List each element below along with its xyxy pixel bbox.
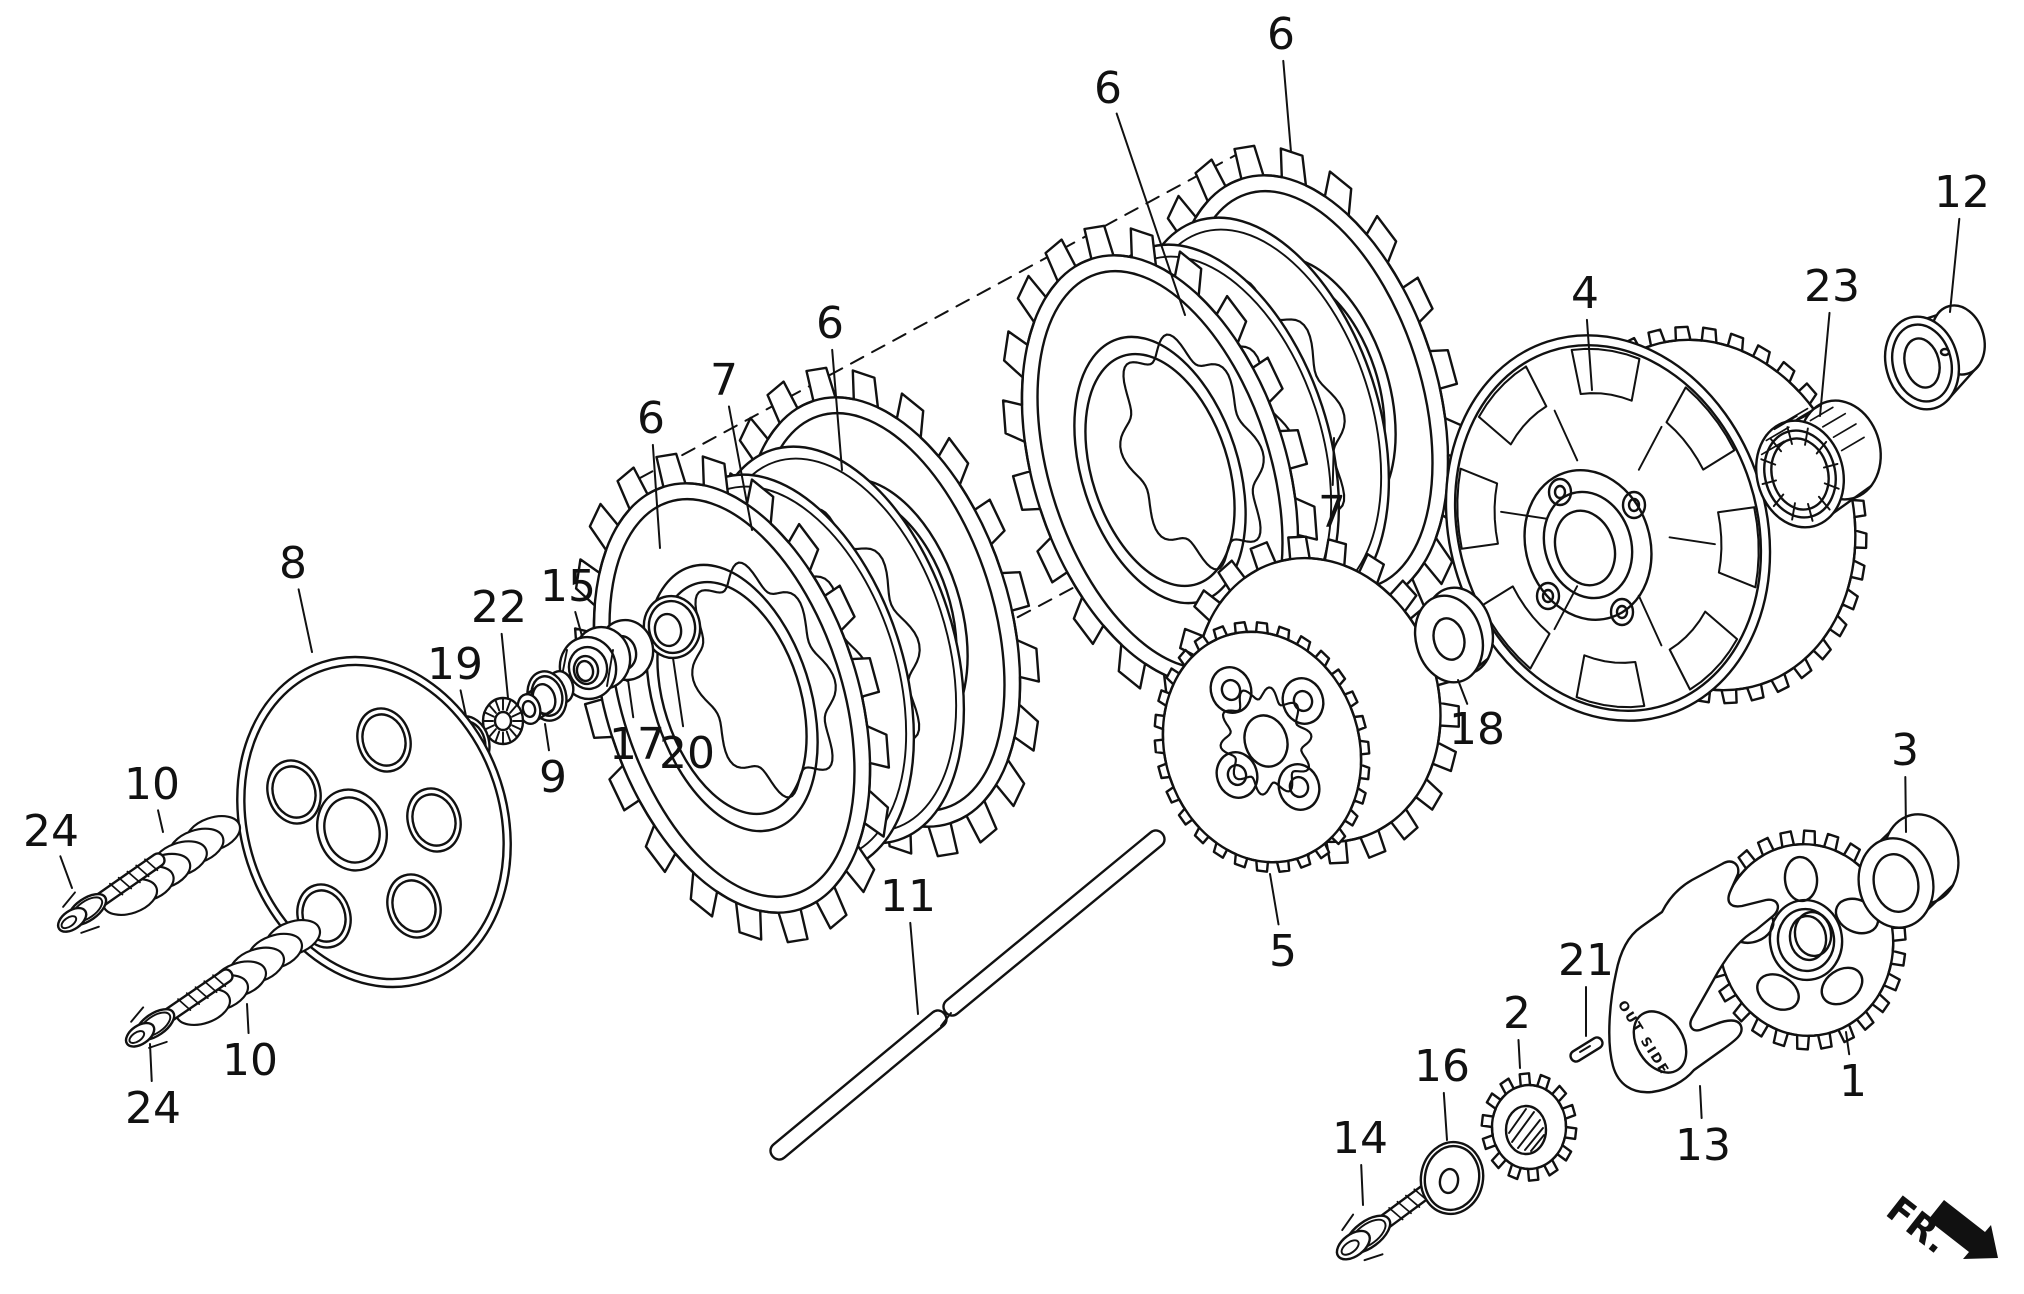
part-9-spacer-bushing <box>516 670 575 725</box>
part-21-pin <box>1569 1036 1604 1063</box>
callout-16: 16 <box>1414 1041 1470 1141</box>
callout-24: 24 <box>23 806 79 889</box>
callout-15: 15 <box>540 561 596 637</box>
callout-number: 8 <box>279 538 307 589</box>
callout-number: 7 <box>1318 487 1346 538</box>
callout-6: 6 <box>816 298 844 471</box>
callout-number: 6 <box>816 298 844 349</box>
callout-number: 3 <box>1891 725 1919 776</box>
callout-20: 20 <box>659 657 715 779</box>
callout-19: 19 <box>427 639 483 717</box>
fr-direction-indicator: FR. <box>1878 1189 1998 1262</box>
callout-13: 13 <box>1675 1085 1731 1171</box>
part-8-pressure-plate <box>236 655 512 989</box>
callout-22: 22 <box>471 582 527 699</box>
callout-1: 1 <box>1839 1031 1867 1107</box>
callout-number: 7 <box>710 355 738 406</box>
callout-3: 3 <box>1891 725 1919 833</box>
part-2-drive-gear <box>1480 1072 1578 1182</box>
part-24-spring-bolt-lower <box>124 968 234 1049</box>
callout-24: 24 <box>125 1043 181 1134</box>
callout-number: 9 <box>539 752 567 803</box>
callout-number: 6 <box>637 393 665 444</box>
callout-number: 2 <box>1503 988 1531 1039</box>
callout-18: 18 <box>1449 679 1505 755</box>
part-12-collar <box>1883 304 1986 411</box>
callout-number: 12 <box>1934 167 1990 218</box>
part-5-clutch-center-hub <box>1153 535 1460 873</box>
callout-2: 2 <box>1503 988 1531 1069</box>
part-23-needle-bearing <box>1754 399 1882 529</box>
callout-number: 16 <box>1414 1041 1470 1092</box>
callout-number: 11 <box>880 871 936 922</box>
callout-number: 19 <box>427 639 483 690</box>
callout-number: 24 <box>125 1083 181 1134</box>
callout-14: 14 <box>1332 1113 1388 1206</box>
callout-12: 12 <box>1934 167 1990 313</box>
part-10-clutch-spring-upper <box>101 815 242 916</box>
callout-number: 5 <box>1269 926 1297 977</box>
part-16-washer <box>1419 1140 1485 1216</box>
callout-number: 10 <box>124 759 180 810</box>
callout-number: 6 <box>1267 9 1295 60</box>
callout-number: 24 <box>23 806 79 857</box>
part-1-driven-gear <box>1705 829 1907 1051</box>
callout-number: 21 <box>1558 935 1614 986</box>
callout-10: 10 <box>222 1003 278 1086</box>
part-13-stopper-plate: OUT SIDE <box>1608 860 1780 1094</box>
callout-6: 6 <box>1267 9 1295 153</box>
callout-number: 14 <box>1332 1113 1388 1164</box>
callout-number: 22 <box>471 582 527 633</box>
part-4-clutch-outer-basket <box>1444 325 1868 722</box>
callout-17: 17 <box>609 679 665 770</box>
part-3-roller <box>1857 813 1960 929</box>
callout-number: 13 <box>1675 1120 1731 1171</box>
callout-number: 6 <box>1094 63 1122 114</box>
callout-23: 23 <box>1804 261 1860 417</box>
clutch-plate-stack-rear <box>1001 144 1469 716</box>
callout-10: 10 <box>124 759 180 833</box>
callout-9: 9 <box>539 723 567 803</box>
callout-number: 20 <box>659 728 715 779</box>
callout-number: 4 <box>1571 268 1599 319</box>
callout-6: 6 <box>637 393 665 549</box>
fr-arrow-icon <box>1928 1200 1998 1259</box>
callout-4: 4 <box>1571 268 1599 391</box>
callout-number: 23 <box>1804 261 1860 312</box>
callout-number: 17 <box>609 719 665 770</box>
part-18-thrust-washer <box>1413 586 1495 684</box>
callout-7: 7 <box>1318 437 1346 538</box>
clutch-plate-stack-front <box>573 366 1041 944</box>
callout-number: 18 <box>1449 704 1505 755</box>
callout-number: 15 <box>540 561 596 612</box>
callout-6: 6 <box>1094 63 1186 316</box>
callout-5: 5 <box>1269 873 1297 977</box>
callout-number: 1 <box>1839 1056 1867 1107</box>
part-24-spring-bolt-upper <box>56 852 166 934</box>
callout-7: 7 <box>710 355 753 531</box>
fr-label: FR. <box>1878 1189 1956 1262</box>
callout-number: 10 <box>222 1035 278 1086</box>
part-11-lifter-rod <box>769 829 1166 1161</box>
callout-8: 8 <box>279 538 313 653</box>
part-22-star-lock-washer <box>481 696 525 746</box>
callout-11: 11 <box>880 871 936 1015</box>
callout-21: 21 <box>1558 935 1614 1037</box>
